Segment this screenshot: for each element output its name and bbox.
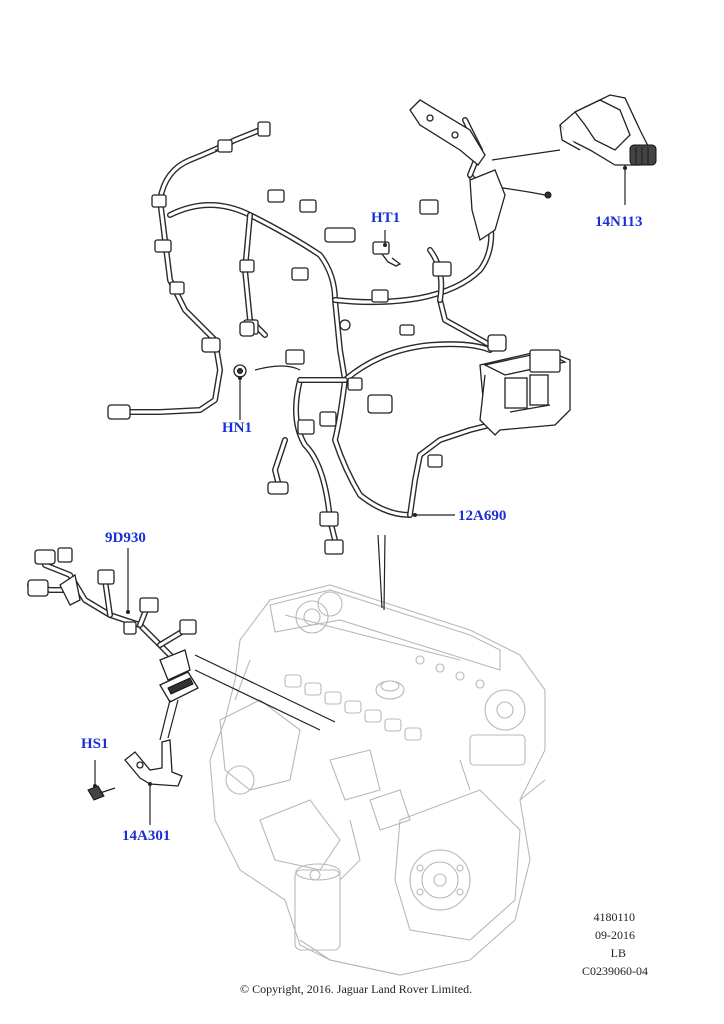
grommet-14n113 (491, 94, 657, 205)
screw-hs1 (87, 760, 116, 801)
engine-illustration (209, 584, 546, 976)
fuse-box (479, 349, 571, 436)
copyright-notice: © Copyright, 2016. Jaguar Land Rover Lim… (240, 982, 473, 996)
sub-harness-9d930 (27, 547, 336, 731)
upper-bracket (409, 99, 552, 242)
sensor-ht1 (372, 230, 402, 267)
callout-ht1[interactable]: HT1 (371, 210, 401, 226)
diagram-date: 09-2016 (595, 928, 635, 942)
leader-12a690 (377, 513, 455, 611)
callout-9d930[interactable]: 9D930 (105, 530, 146, 546)
callout-14n113[interactable]: 14N113 (595, 214, 643, 230)
callout-12a690[interactable]: 12A690 (458, 508, 507, 524)
callout-hn1[interactable]: HN1 (222, 420, 252, 436)
callout-hs1[interactable]: HS1 (81, 736, 109, 752)
diagram-ref: C0239060-04 (582, 964, 648, 978)
bracket-14a301 (124, 699, 183, 825)
diagram-lang: LB (610, 946, 626, 960)
callout-14a301[interactable]: 14A301 (122, 828, 171, 844)
diagram-code: 4180110 (593, 910, 635, 924)
harness-connectors (107, 121, 507, 555)
nut-hn1 (233, 364, 247, 420)
